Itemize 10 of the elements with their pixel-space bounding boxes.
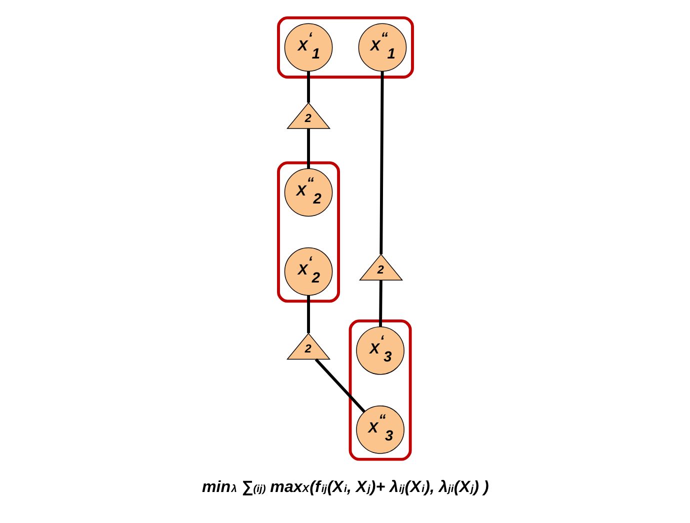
- connector: [378, 280, 382, 326]
- caption: minλ ∑(ij) maxX(fij(Xi, Xj)+ λij(Xi), λji(Xj) ): [201, 478, 488, 496]
- connector: [379, 70, 384, 254]
- connector: [314, 358, 366, 412]
- cluster: [348, 318, 412, 460]
- connector: [306, 294, 310, 333]
- cluster: [276, 16, 414, 78]
- connector: [306, 70, 310, 102]
- connector: [306, 128, 310, 168]
- cluster: [276, 160, 340, 302]
